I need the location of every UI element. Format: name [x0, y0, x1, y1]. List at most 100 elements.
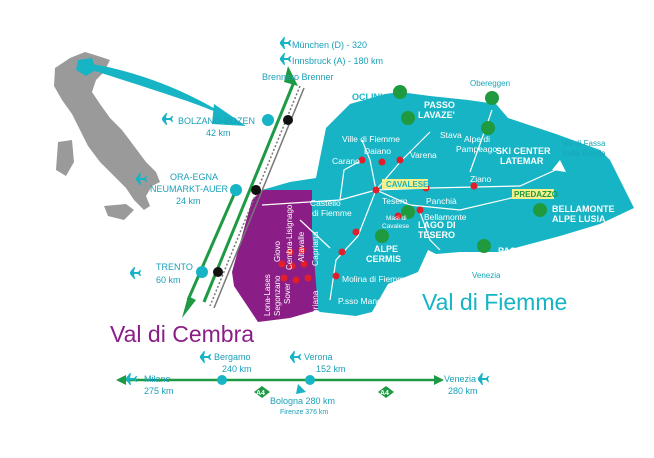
label-passo-lavaze-2: LAVAZE' [418, 110, 455, 120]
bergamo-dot [217, 375, 227, 385]
junction-dot [283, 115, 293, 125]
label-milano-km: 275 km [144, 386, 174, 396]
bottom-right-arrow [434, 375, 444, 385]
ski-dot-passo-rolle [477, 239, 491, 253]
west-road [186, 189, 238, 301]
ski-dot-alpe-cermis [375, 229, 389, 243]
label-bologna: Bologna 280 km [270, 396, 335, 406]
airplane-icon [130, 37, 291, 279]
label-carano: Carano [332, 156, 360, 166]
label-innsbruck: Innsbruck (A) - 180 km [292, 56, 383, 66]
label-molina: Molina di Fiemme [342, 274, 409, 284]
a4-badge-right [378, 386, 394, 398]
label-ziano: Ziano [470, 174, 492, 184]
label-alpe-1: ALPE [374, 244, 398, 254]
ora-dot [230, 184, 242, 196]
label-pampeago-2: Pampeago [456, 144, 497, 154]
label-verona-km: 152 km [316, 364, 346, 374]
ski-dot-obereggen [485, 91, 499, 105]
zoom-arrow-head [212, 104, 246, 126]
bolzano-dot [262, 114, 274, 126]
label-lago-1: LAGO DI [418, 220, 456, 230]
label-giovo: Giovo [273, 241, 282, 262]
title-val-di-fiemme: Val di Fiemme [422, 289, 567, 315]
label-ora-1: ORA-EGNA [170, 172, 218, 182]
label-predazzo: PREDAZZO [514, 190, 558, 199]
label-cembra: Cembra-Lisignago [285, 204, 294, 270]
label-ski-center-2: LATEMAR [500, 156, 544, 166]
label-a4-right: A4 [380, 390, 389, 397]
label-panchia: Panchià [426, 196, 457, 206]
label-passo-rolle: PASSO ROLLE [498, 246, 562, 256]
label-tesero: Tesero [382, 196, 408, 206]
trento-dot [196, 266, 208, 278]
ski-dot-bellamonte [533, 203, 547, 217]
label-lona-lases: Lona-Lases [263, 274, 272, 316]
label-obereggen: Obereggen [470, 79, 510, 88]
title-val-di-cembra: Val di Cembra [110, 321, 254, 347]
label-bellamonte-2: ALPE LUSIA [552, 214, 606, 224]
label-capriana: Capriana [310, 231, 320, 266]
label-altavalle: Altavalle [297, 231, 306, 262]
label-trento-name: TRENTO [156, 262, 193, 272]
ski-dot-passo-lavaze [401, 111, 415, 125]
predazzo-badge [512, 189, 554, 199]
label-castello-1: Castello [310, 198, 341, 208]
italy-silhouette [54, 52, 160, 210]
label-bellamonte-1: BELLAMONTE [552, 204, 615, 214]
label-sover: Sover [283, 283, 292, 304]
ski-dot-latemar [481, 121, 495, 135]
ski-dot-oclini [393, 85, 407, 99]
label-ora-km: 24 km [176, 196, 201, 206]
fassa-arrow [552, 160, 566, 172]
label-masi-2: Cavalese [382, 223, 409, 230]
north-arrow-head [284, 66, 298, 86]
label-venezia-km: 280 km [448, 386, 478, 396]
label-ora-2: NEUMARKT-AUER [150, 184, 229, 194]
label-cavalese: CAVALESE [386, 180, 429, 189]
zoom-arrow [92, 64, 230, 118]
label-alpe-2: CERMIS [366, 254, 401, 264]
label-ski-center-1: SKI CENTER [496, 146, 551, 156]
bottom-left-arrow [116, 375, 126, 385]
label-val-fassa-1: Val di Fassa [562, 139, 606, 148]
val-di-fiemme-region [262, 92, 634, 316]
label-bolzano-name: BOLZANO-BOZEN [178, 116, 255, 126]
label-stava: Stava [440, 130, 462, 140]
label-verona-name: Verona [304, 352, 333, 362]
label-bergamo-name: Bergamo [214, 352, 251, 362]
label-varena: Varena [410, 150, 437, 160]
label-daiano: Daiano [364, 146, 391, 156]
label-ville: Ville di Fiemme [342, 134, 400, 144]
airplane-icon [126, 351, 489, 385]
a4-badge-left [254, 386, 270, 398]
val-di-cembra-region [232, 190, 318, 322]
label-trento-km: 60 km [156, 275, 181, 285]
label-manghen: P.sso Manghen [338, 296, 396, 306]
label-munchen: München (D) - 320 [292, 40, 367, 50]
junction-dot [213, 267, 223, 277]
label-oclini: OCLINI [352, 92, 383, 102]
label-castello-2: di Fiemme [312, 208, 352, 218]
label-segonzano: Segonzano [273, 275, 282, 316]
sicily [104, 204, 134, 220]
label-passo-lavaze-1: PASSO [424, 100, 455, 110]
label-valfloriana: Valfloriana [310, 290, 320, 330]
label-lago-2: TESERO [418, 230, 455, 240]
sardinia [56, 140, 74, 176]
label-bellamonte: Bellamonte [424, 212, 467, 222]
label-bergamo-km: 240 km [222, 364, 252, 374]
label-milano-name: Milano [144, 374, 171, 384]
label-val-fassa-2: Sella Ronda [562, 149, 606, 158]
label-venezia-side: Venezia [472, 271, 501, 280]
label-masi-1: Masi di [386, 215, 407, 222]
south-arrow-head [182, 296, 196, 318]
verona-dot [305, 375, 315, 385]
trentino-highlight [76, 58, 96, 76]
junction-dot [251, 185, 261, 195]
cavalese-badge [382, 179, 428, 189]
label-pampeago-1: Alpe di [464, 134, 490, 144]
label-bolzano-km: 42 km [206, 128, 231, 138]
bologna-arrow [296, 384, 306, 394]
